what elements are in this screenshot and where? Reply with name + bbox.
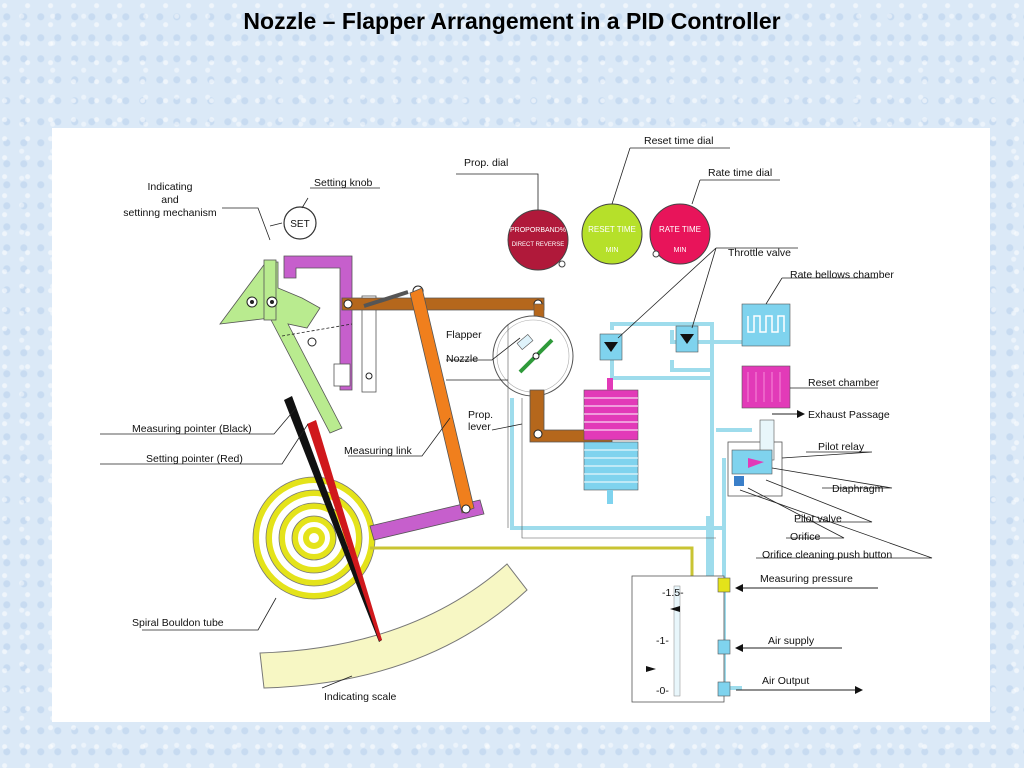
label-flapper: Flapper <box>446 329 482 341</box>
svg-text:MIN: MIN <box>606 247 619 254</box>
pilot-relay <box>727 419 783 497</box>
svg-text:SET: SET <box>290 219 309 230</box>
label-prop-lever-2: lever <box>468 421 491 433</box>
rate-time-dial[interactable]: RATE TIME MIN <box>649 203 711 265</box>
label-nozzle: Nozzle <box>446 353 478 365</box>
setting-knob[interactable]: SET <box>283 206 317 240</box>
label-indicating-3: settinng mechanism <box>123 207 217 219</box>
label-prop-dial: Prop. dial <box>464 157 508 169</box>
reset-time-dial[interactable]: RESET TIME MIN <box>581 203 643 265</box>
svg-text:MIN: MIN <box>674 247 687 254</box>
label-measuring-pointer: Measuring pointer (Black) <box>132 423 252 435</box>
label-throttle-valve: Throttle valve <box>728 247 791 259</box>
label-rate-bellows-chamber: Rate bellows chamber <box>790 269 894 281</box>
label-exhaust-passage: Exhaust Passage <box>808 409 890 421</box>
svg-text:RATE TIME: RATE TIME <box>659 225 701 234</box>
svg-text:PROPORBAND%: PROPORBAND% <box>510 227 566 234</box>
scale-label-1: -1- <box>656 635 669 647</box>
label-indicating-2: and <box>161 194 179 206</box>
label-indicating-1: Indicating <box>148 181 193 193</box>
purple-spiral-link <box>369 499 485 541</box>
label-setting-pointer: Setting pointer (Red) <box>146 453 243 465</box>
output-scale-box: -1.5- -1- -0- <box>631 575 731 703</box>
label-reset-chamber: Reset chamber <box>808 377 880 389</box>
diagram-panel: SET <box>52 128 990 722</box>
reset-bellows-pink <box>583 378 639 441</box>
label-orifice: Orifice <box>790 531 820 543</box>
label-rate-time-dial: Rate time dial <box>708 167 772 179</box>
reset-chamber <box>741 365 791 409</box>
page-title: Nozzle – Flapper Arrangement in a PID Co… <box>243 8 781 34</box>
label-reset-time-dial: Reset time dial <box>644 135 713 147</box>
label-measuring-pressure: Measuring pressure <box>760 573 853 585</box>
throttle-valve <box>599 325 699 361</box>
flapper-nozzle-assembly <box>492 315 574 397</box>
svg-text:RESET TIME: RESET TIME <box>588 225 636 234</box>
indicating-scale <box>259 563 528 689</box>
rate-bellows-chamber <box>741 303 791 347</box>
scale-label-15: -1.5- <box>662 587 684 599</box>
svg-text:DIRECT REVERSE: DIRECT REVERSE <box>512 242 565 248</box>
label-indicating-scale: Indicating scale <box>324 691 397 703</box>
rate-bellows-blue <box>583 441 639 504</box>
label-setting-knob: Setting knob <box>314 177 373 189</box>
label-orifice-cleaning: Orifice cleaning push button <box>762 549 892 561</box>
label-measuring-link: Measuring link <box>344 445 412 457</box>
label-air-output: Air Output <box>762 675 809 687</box>
label-diaphragm: Diaphragm <box>832 483 884 495</box>
prop-dial[interactable]: PROPORBAND% DIRECT REVERSE <box>507 209 569 271</box>
scale-label-0: -0- <box>656 685 669 697</box>
label-pilot-relay: Pilot relay <box>818 441 865 453</box>
green-indicating-arm <box>219 261 343 434</box>
measuring-link-orange <box>409 287 475 514</box>
measuring-pointer-black <box>284 396 382 642</box>
label-spiral-bourdon: Spiral Bouldon tube <box>132 617 224 629</box>
label-prop-lever-1: Prop. <box>468 409 493 421</box>
setting-pointer-red <box>307 420 382 641</box>
label-pilot-valve: Pilot valve <box>794 513 842 525</box>
pid-controller-diagram: SET <box>100 135 933 703</box>
label-air-supply: Air supply <box>768 635 815 647</box>
